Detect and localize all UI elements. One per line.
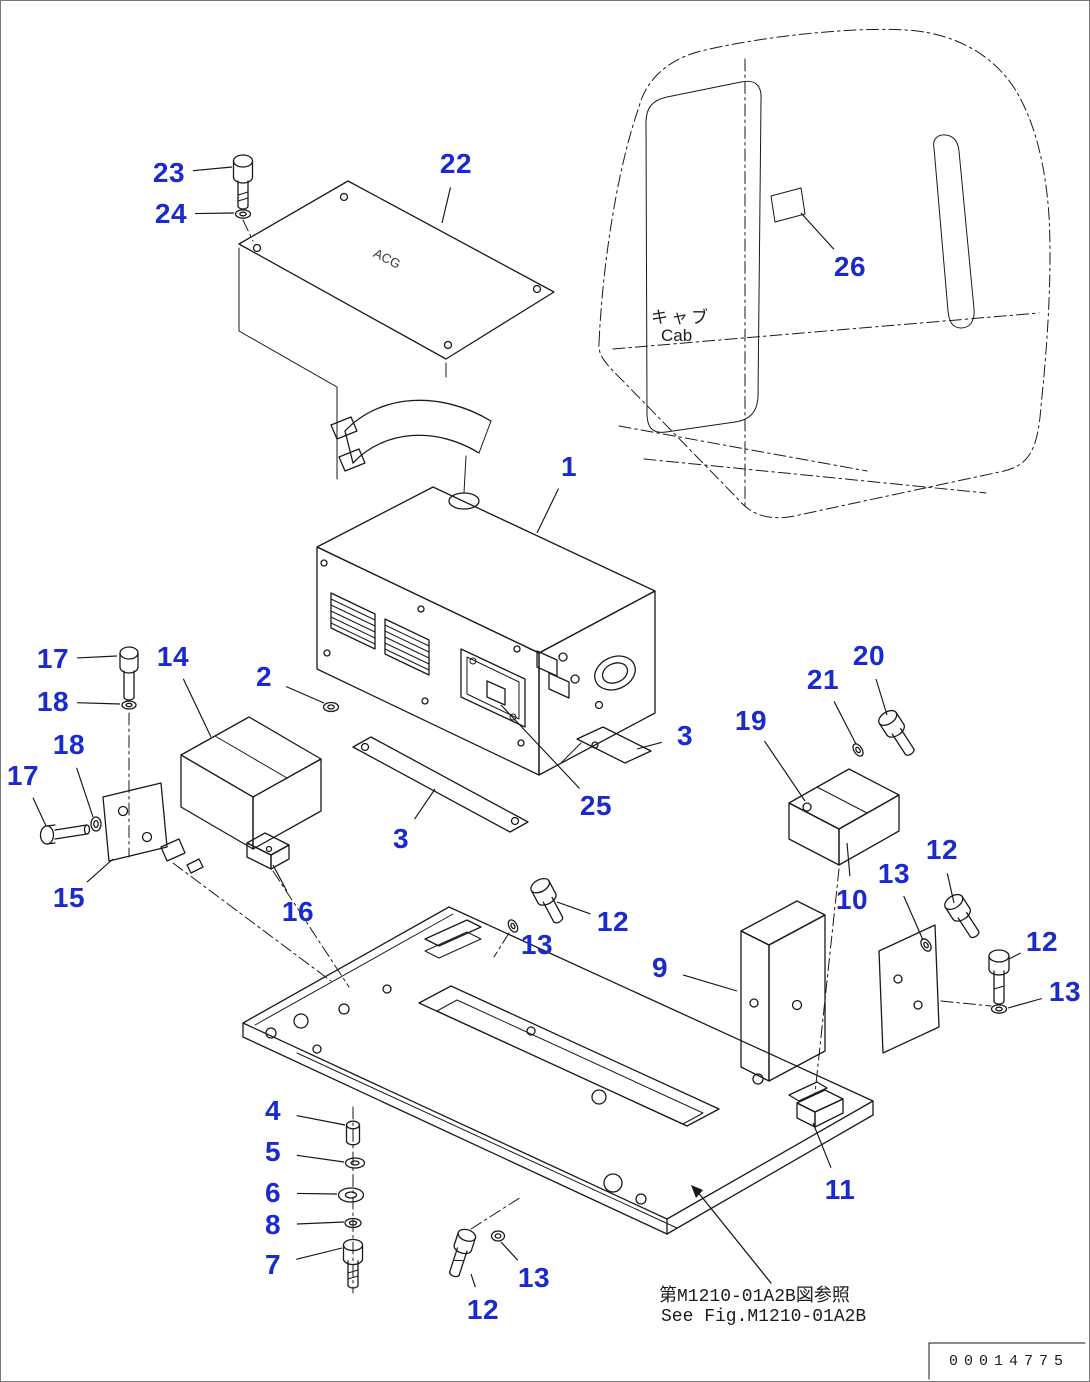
vent-grille-a	[330, 592, 376, 650]
bolt-part23	[232, 154, 254, 210]
washer-part5	[344, 1157, 366, 1169]
mount-plate-right	[878, 924, 992, 1054]
bolt-part12-upper-right	[944, 893, 980, 939]
bolt-part17-lower	[39, 824, 91, 845]
base-plate	[242, 906, 874, 1235]
grommet-part6	[337, 1187, 365, 1203]
washer-part8	[344, 1217, 362, 1229]
cover-plate-part22	[238, 180, 555, 480]
bracket-part15	[102, 782, 168, 862]
washer-part13-center	[493, 919, 519, 958]
ac-unit-part1	[316, 486, 656, 776]
washer-part13-upper-right	[920, 938, 932, 952]
washer-part2	[322, 701, 340, 713]
washer-part21	[852, 743, 864, 757]
washer-part13-far-right	[990, 1004, 1008, 1014]
ref-note-jp: 第M1210-01A2B図参照	[659, 1287, 850, 1307]
bolt-part12-bottom	[449, 1228, 477, 1278]
block-part16	[246, 832, 290, 870]
bolt-part20	[878, 709, 915, 756]
hole-part19	[802, 802, 812, 812]
bolt-part17-upper	[119, 646, 139, 701]
drawing-number: 00014775	[949, 1353, 1070, 1370]
duct-hose	[330, 399, 492, 510]
bolt-part12-center	[530, 877, 564, 924]
strap-part3	[352, 736, 529, 833]
sleeve-part4	[345, 1120, 361, 1146]
cover-part10	[788, 768, 900, 1094]
access-panel-part25	[460, 648, 526, 728]
vent-grille-b	[384, 618, 430, 676]
drawing-number-box	[928, 1342, 1086, 1380]
ref-note-en: See Fig.M1210-01A2B	[661, 1307, 867, 1327]
washer-part18-lower	[90, 816, 102, 832]
cab-label-jp: キャブ	[651, 308, 711, 327]
bracket-part9	[740, 900, 826, 1082]
reference-leader	[691, 1185, 772, 1284]
hardware-stack	[337, 1106, 366, 1294]
bolt-part12-far-right	[988, 949, 1010, 1005]
cab-label-en: Cab	[661, 326, 693, 345]
bracket-part3-right	[560, 726, 652, 764]
washer-part24	[234, 209, 254, 242]
bolt-part7	[342, 1238, 364, 1289]
washer-part18-upper	[121, 700, 137, 858]
radio-mount-part26	[770, 187, 806, 223]
cover-part14	[180, 716, 322, 850]
cab-outline	[598, 28, 1051, 519]
washer-part13-bottom	[470, 1196, 522, 1242]
